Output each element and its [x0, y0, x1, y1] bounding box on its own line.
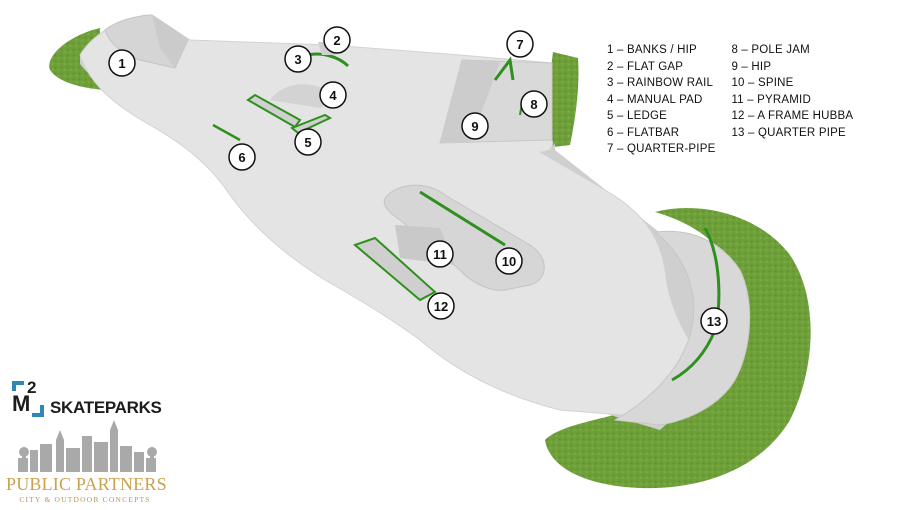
m2-skateparks-logo: 2 M SKATEPARKS — [12, 378, 162, 418]
m2-logo-mark: 2 M — [12, 378, 48, 417]
legend-item: 3 – RAINBOW RAIL — [607, 77, 714, 89]
grass-patch-top-right — [545, 52, 579, 148]
legend-item: 11 – PYRAMID — [731, 93, 811, 106]
manual-pad-4 — [290, 113, 333, 135]
marker-4 — [319, 81, 347, 109]
legend-item: 1 – BANKS / HIP — [607, 44, 697, 56]
marker-label: 10 — [502, 254, 516, 269]
m2-logo-number: 2 — [27, 378, 37, 397]
legend-item: 10 – SPINE — [731, 77, 794, 89]
public-partners-tagline: CITY & OUTDOOR CONCEPTS — [19, 495, 151, 504]
marker-label: 13 — [707, 314, 721, 329]
feature-legend: 1 – BANKS / HIP 2 – FLAT GAP 3 – RAINBOW… — [607, 42, 853, 158]
marker-3 — [284, 45, 312, 73]
manual-pad-4-dome — [270, 84, 335, 108]
a-frame-hubba-12 — [353, 236, 437, 302]
grass-patch-bottom-right — [545, 207, 811, 489]
legend-item: 9 – HIP — [731, 60, 772, 73]
legend-item: 6 – FLATBAR — [607, 126, 680, 139]
marker-1 — [108, 49, 136, 77]
marker-label: 7 — [516, 37, 523, 52]
legend-item: 4 – MANUAL PAD — [607, 93, 703, 106]
m2-logo-letter: M — [12, 391, 31, 416]
marker-label: 1 — [118, 56, 125, 71]
ledge-5 — [246, 93, 302, 129]
marker-5 — [294, 128, 322, 156]
marker-label: 6 — [238, 150, 245, 165]
public-partners-title: PUBLIC PARTNERS — [6, 474, 167, 494]
marker-10 — [495, 247, 523, 275]
legend-item: 8 – POLE JAM — [731, 44, 810, 56]
marker-label: 9 — [471, 119, 478, 134]
spine-10 — [419, 190, 506, 247]
rainbow-rail-3 — [307, 52, 350, 68]
quarter-pipe-13 — [613, 230, 751, 426]
legend-item: 2 – FLAT GAP — [607, 60, 684, 73]
m2-logo-wordmark: SKATEPARKS — [50, 398, 162, 417]
legend-item: 13 – QUARTER PIPE — [731, 126, 846, 139]
public-partners-logo: PUBLIC PARTNERS CITY & OUTDOOR CONCEPTS — [6, 425, 167, 505]
marker-label: 5 — [304, 135, 311, 150]
marker-6 — [228, 143, 256, 171]
marker-8 — [520, 90, 548, 118]
legend-column-2: 8 – POLE JAM 9 – HIP 10 – SPINE 11 – PYR… — [731, 42, 853, 158]
legend-column-1: 1 – BANKS / HIP 2 – FLAT GAP 3 – RAINBOW… — [607, 42, 715, 158]
banks-hip-1-face — [152, 15, 188, 68]
marker-label: 2 — [333, 33, 340, 48]
marker-label: 11 — [433, 247, 447, 262]
marker-11 — [426, 240, 454, 268]
marker-13 — [700, 307, 728, 335]
markers: 1 2 3 4 5 6 7 8 9 10 11 12 13 — [108, 26, 728, 335]
public-partners-skyline — [18, 420, 157, 472]
marker-2 — [323, 26, 351, 54]
marker-12 — [427, 292, 455, 320]
marker-label: 8 — [530, 97, 537, 112]
marker-label: 4 — [329, 88, 337, 103]
marker-label: 12 — [434, 299, 448, 314]
marker-label: 3 — [294, 52, 301, 67]
flatbar-6 — [212, 123, 241, 142]
legend-item: 12 – A FRAME HUBBA — [731, 110, 854, 122]
hip-9-slope — [440, 60, 500, 143]
legend-item: 7 – QUARTER-PIPE — [607, 143, 716, 155]
legend-item: 5 – LEDGE — [607, 110, 667, 122]
quarter-pipe-7-coping — [493, 56, 515, 81]
marker-7 — [506, 30, 534, 58]
marker-9 — [461, 112, 489, 140]
